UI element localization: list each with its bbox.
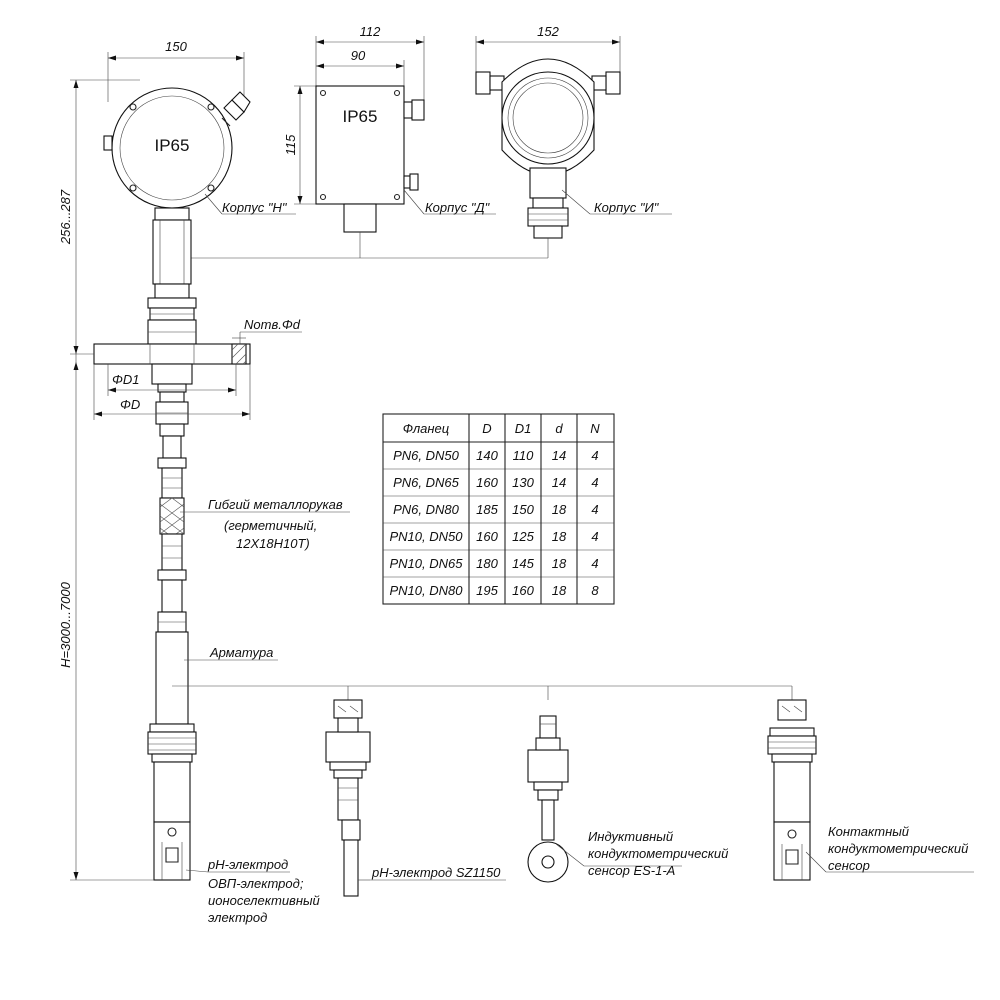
d-dim: ΦD xyxy=(120,397,140,412)
table-header-cell: d xyxy=(555,421,563,436)
table-cell: 14 xyxy=(552,475,566,490)
main-labels: Гибгий металлорукав (герметичный, 12Х18Н… xyxy=(180,497,350,925)
es1a-label-line1: Индуктивный xyxy=(588,829,673,844)
table-cell: 18 xyxy=(552,556,567,571)
housing-h-width-dim: 150 xyxy=(165,39,187,54)
contact-label-line2: кондуктометрический xyxy=(828,841,968,856)
table-cell: 160 xyxy=(476,529,498,544)
table-cell: 185 xyxy=(476,502,498,517)
table-cell: 145 xyxy=(512,556,534,571)
table-cell: PN6, DN80 xyxy=(393,502,460,517)
hose-label-line1: Гибгий металлорукав xyxy=(208,497,343,512)
table-cell: PN10, DN80 xyxy=(390,583,464,598)
table-cell: 140 xyxy=(476,448,498,463)
table-header-cell: Фланец xyxy=(403,421,449,436)
housing-h: 150 IP65 Корпус "Н" xyxy=(103,39,296,215)
table-cell: 160 xyxy=(476,475,498,490)
table-cell: 4 xyxy=(591,475,598,490)
contact-label-line3: сенсор xyxy=(828,858,870,873)
table-header-cell: N xyxy=(590,421,600,436)
table-cell: 18 xyxy=(552,502,567,517)
table-cell: PN6, DN65 xyxy=(393,475,460,490)
sensor-contact: Контактный кондуктометрический сенсор xyxy=(767,699,974,881)
table-cell: 4 xyxy=(591,448,598,463)
table-cell: 150 xyxy=(512,502,534,517)
table-cell: 160 xyxy=(512,583,534,598)
housing-h-rating: IP65 xyxy=(155,136,190,155)
table-cell: PN6, DN50 xyxy=(393,448,460,463)
table-cell: 180 xyxy=(476,556,498,571)
table-header-cell: D1 xyxy=(515,421,532,436)
flange-table-grid xyxy=(382,413,615,605)
housing-connection-lines xyxy=(172,232,549,259)
table-cell: 110 xyxy=(513,448,534,463)
hose-label-line2: (герметичный, xyxy=(224,518,317,533)
table-cell: 18 xyxy=(552,529,567,544)
es1a-label-line3: сенсор ES-1-A xyxy=(588,863,675,878)
armature-label: Арматура xyxy=(209,645,273,660)
main-dimensions: 256...287 H=3000...7000 Nотв.Φd ΦD1 ΦD xyxy=(58,79,302,881)
housing-i: 152 Корпус "И" xyxy=(475,24,672,239)
table-cell: 14 xyxy=(552,448,566,463)
table-cell: 130 xyxy=(512,475,534,490)
housing-d-label: Корпус "Д" xyxy=(425,200,491,215)
housing-i-label: Корпус "И" xyxy=(594,200,660,215)
sz1150-label: pH-электрод SZ1150 xyxy=(371,865,501,880)
sensor-sz1150: pH-электрод SZ1150 xyxy=(325,699,506,897)
ph-label-line3: ионоселективный xyxy=(208,893,320,908)
housing-d-outer-width-dim: 112 xyxy=(360,24,381,39)
table-header-cell: D xyxy=(482,421,491,436)
contact-label-line1: Контактный xyxy=(828,824,909,839)
ph-label-line2: ОВП-электрод; xyxy=(208,876,304,891)
table-cell: 195 xyxy=(476,583,498,598)
housing-h-label: Корпус "Н" xyxy=(222,200,288,215)
housing-d-height-dim: 115 xyxy=(283,134,298,155)
housing-i-width-dim: 152 xyxy=(537,24,559,39)
top-height-dim: 256...287 xyxy=(58,189,73,245)
holes-dim: Nотв.Φd xyxy=(244,317,301,332)
total-height-dim: H=3000...7000 xyxy=(58,581,73,667)
table-cell: 4 xyxy=(591,556,598,571)
housing-d: 112 90 115 IP65 Корпус "Д" xyxy=(283,24,496,233)
table-cell: 8 xyxy=(591,583,599,598)
hose-label-line3: 12Х18Н10Т) xyxy=(236,536,310,551)
ph-label-line4: электрод xyxy=(208,910,267,925)
housing-d-inner-width-dim: 90 xyxy=(351,48,366,63)
sensor-branch-lines xyxy=(172,685,793,700)
housing-d-rating: IP65 xyxy=(343,107,378,126)
es1a-label-line2: кондуктометрический xyxy=(588,846,728,861)
ph-label-line1: pH-электрод xyxy=(207,857,288,872)
table-cell: PN10, DN65 xyxy=(390,556,464,571)
table-cell: 125 xyxy=(512,529,534,544)
table-cell: 4 xyxy=(591,502,598,517)
table-cell: PN10, DN50 xyxy=(390,529,464,544)
sensor-es1a: Индуктивный кондуктометрический сенсор E… xyxy=(527,715,728,883)
main-assembly xyxy=(93,207,251,881)
table-cell: 18 xyxy=(552,583,567,598)
table-cell: 4 xyxy=(591,529,598,544)
d1-dim: ΦD1 xyxy=(112,372,140,387)
